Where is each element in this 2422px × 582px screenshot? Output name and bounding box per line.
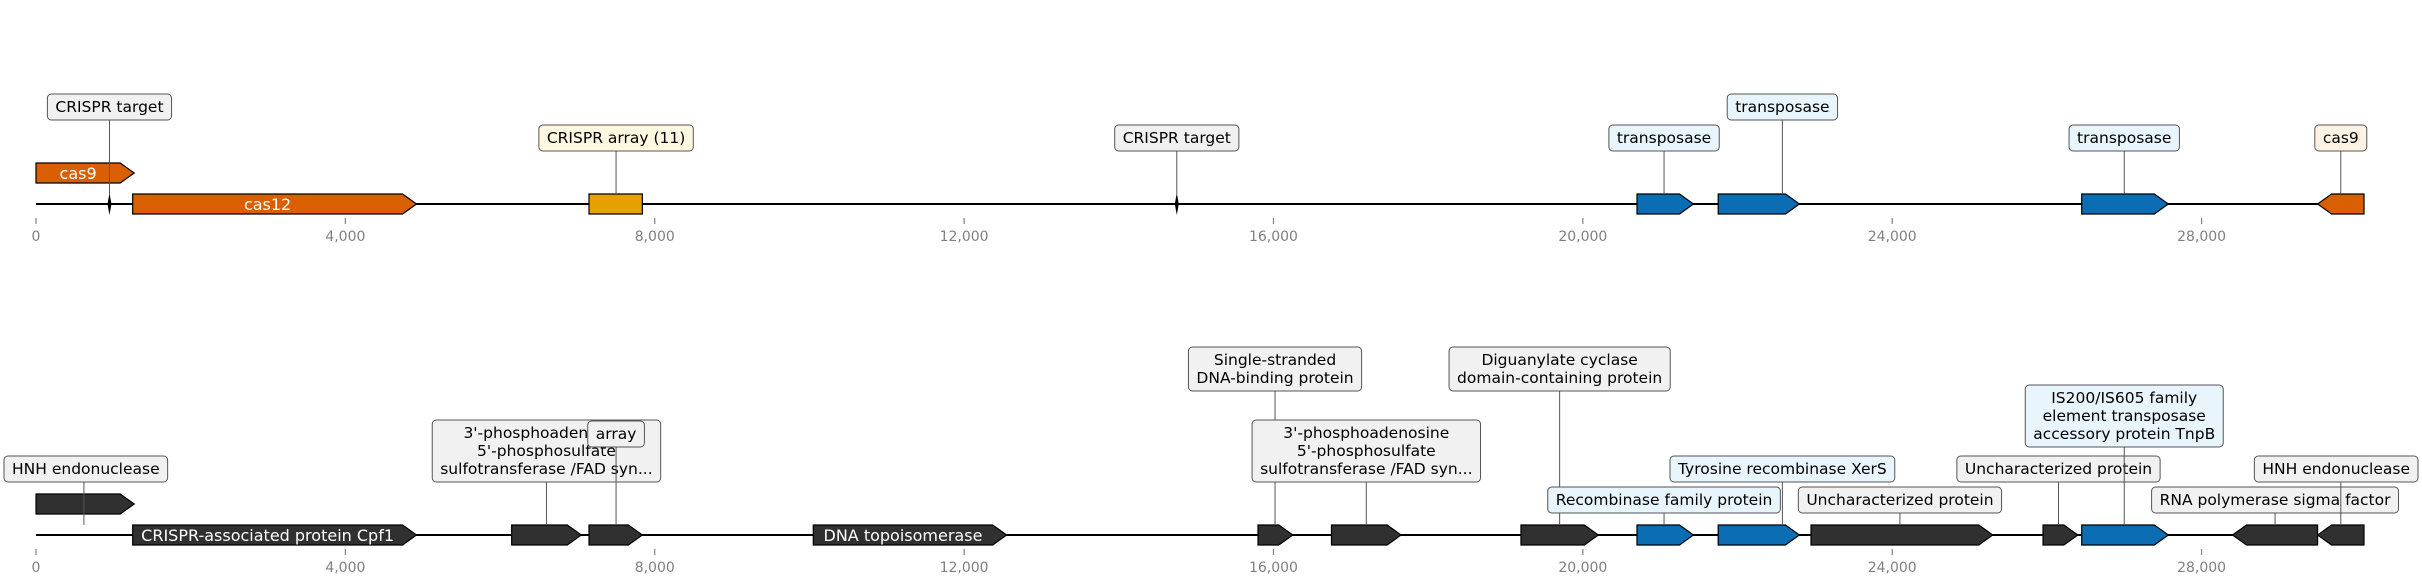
axis-tick-label: 24,000 — [1868, 229, 1917, 245]
annotation-box — [1956, 455, 2161, 483]
annotation-box — [46, 93, 173, 121]
annotation-box — [587, 420, 645, 448]
axis-tick-label: 4,000 — [325, 229, 365, 245]
annotation-label: RNA polymerase sigma factor — [2160, 491, 2392, 509]
gene-feature-label: DNA topoisomerase — [824, 526, 983, 545]
annotation-label: CRISPR target — [1123, 129, 1231, 147]
axis-tick-label: 28,000 — [2177, 229, 2226, 245]
axis-tick-label: 8,000 — [635, 229, 675, 245]
annotation-label: transposase — [1735, 98, 1829, 116]
axis-tick-label: 12,000 — [940, 560, 989, 576]
annotation-box — [1608, 124, 1720, 152]
gene-feature — [35, 493, 136, 515]
gene-feature — [2231, 524, 2319, 546]
gene-feature — [1636, 193, 1695, 215]
annotation-box — [3, 455, 169, 483]
gene-feature — [132, 524, 418, 546]
axis-tick-label: 12,000 — [940, 229, 989, 245]
annotation-label: array — [596, 425, 637, 443]
annotation-box — [1726, 93, 1839, 121]
axis-tick-label: 20,000 — [1558, 229, 1607, 245]
axis-tick-label: 16,000 — [1249, 560, 1298, 576]
annotation-label: transposase — [1617, 129, 1711, 147]
gene-feature — [1717, 524, 1801, 546]
gene-feature — [511, 524, 583, 546]
axis-tick-label: 0 — [32, 229, 41, 245]
gene-feature — [812, 524, 1008, 546]
gene-feature — [2042, 524, 2079, 546]
annotation-label: CRISPR array (11) — [547, 129, 685, 147]
target-site-marker — [1174, 193, 1179, 215]
annotation-box — [1669, 455, 1896, 483]
annotation-box — [2024, 384, 2224, 448]
axis-tick-label: 4,000 — [325, 560, 365, 576]
annotation-box — [1187, 346, 1363, 392]
axis-tick-label: 0 — [32, 560, 41, 576]
gene-feature-label: CRISPR-associated protein Cpf1 — [141, 526, 394, 545]
annotation-label: Uncharacterized protein — [1965, 460, 2152, 478]
gene-feature — [1257, 524, 1294, 546]
gene-feature — [132, 193, 418, 215]
annotation-box — [1114, 124, 1240, 152]
track-2: 0 4,000 8,000 12,000 16,000 20,000 24,000 28,00… — [3, 346, 2419, 576]
axis-tick-label: 24,000 — [1868, 560, 1917, 576]
annotation-label: cas9 — [2323, 129, 2359, 147]
annotation-box — [1547, 486, 1781, 514]
annotation-box — [1448, 346, 1671, 392]
gene-feature — [588, 193, 643, 215]
annotation-box — [2068, 124, 2180, 152]
gene-feature-label: cas12 — [244, 195, 291, 214]
gene-feature — [1520, 524, 1600, 546]
annotation-box — [2151, 486, 2400, 514]
annotation-label: transposase — [2077, 129, 2171, 147]
axis-tick-label: 16,000 — [1249, 229, 1298, 245]
annotation-label: Tyrosine recombinase XerS — [1677, 460, 1887, 478]
annotation-box — [1797, 486, 2003, 514]
gene-feature — [588, 524, 644, 546]
gene-feature — [1330, 524, 1403, 546]
annotation-box — [538, 124, 694, 152]
axis-tick-label: 28,000 — [2177, 560, 2226, 576]
annotation-box — [1251, 419, 1482, 483]
annotation-box — [2253, 455, 2419, 483]
annotation-box — [2314, 124, 2368, 152]
axis-tick-label: 20,000 — [1558, 560, 1607, 576]
track-1: 0 4,000 8,000 12,000 16,000 20,000 24,000 28,00… — [32, 93, 2368, 245]
axis-tick-label: 8,000 — [635, 560, 675, 576]
gene-feature — [2081, 193, 2170, 215]
gene-feature — [2081, 524, 2170, 546]
gene-feature — [1810, 524, 1994, 546]
annotation-label: HNH endonuclease — [12, 460, 160, 478]
target-site-marker — [107, 193, 112, 215]
gene-feature-label: cas9 — [60, 164, 97, 183]
annotation-label: Uncharacterized protein — [1806, 491, 1993, 509]
gene-feature — [1717, 193, 1801, 215]
annotation-label: HNH endonuclease — [2262, 460, 2410, 478]
annotation-label: CRISPR target — [55, 98, 163, 116]
annotation-label: Recombinase family protein — [1556, 491, 1773, 509]
gene-feature — [2316, 524, 2365, 546]
gene-feature — [2316, 193, 2365, 215]
gene-feature — [1636, 524, 1695, 546]
